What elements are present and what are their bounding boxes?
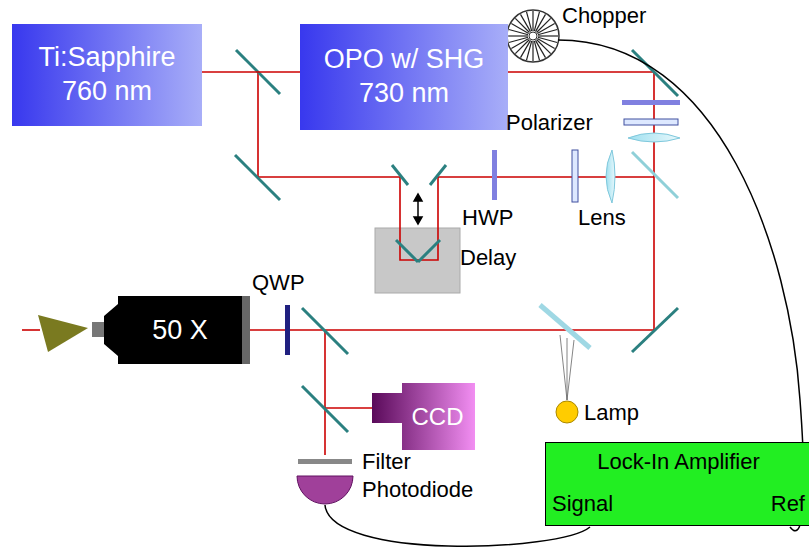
part-label: Chopper <box>562 3 646 28</box>
polarizer <box>624 119 678 125</box>
objective-label: 50 X <box>152 315 208 346</box>
part-label: Lens <box>578 205 626 230</box>
part-label: Filter <box>362 449 411 474</box>
sample <box>38 315 88 352</box>
plate <box>572 150 578 202</box>
half-wave-plate <box>492 150 497 200</box>
objective-nose <box>92 322 106 337</box>
opo-name: OPO w/ SHG 730 nm <box>315 43 493 111</box>
lens <box>606 150 615 203</box>
glass-plate <box>540 305 590 348</box>
chopper-wheel <box>507 10 559 62</box>
lock-in-amplifier: Lock-In AmplifierSignal Ref <box>545 442 809 526</box>
part-label: HWP <box>462 205 513 230</box>
lamp-light <box>560 335 574 400</box>
opo-box: OPO w/ SHG 730 nm <box>300 24 508 130</box>
laser-box: Ti:Sapphire 760 nm <box>12 24 202 126</box>
part-label: Delay <box>460 245 516 270</box>
lens <box>628 133 680 142</box>
photodiode <box>297 476 353 504</box>
part-label: Lamp <box>584 400 639 425</box>
delay-arrow <box>414 194 422 224</box>
part-label: Polarizer <box>506 110 593 135</box>
polarizer <box>622 100 680 105</box>
ccd-label: CCD <box>412 403 464 431</box>
laser-beam <box>202 72 300 73</box>
part-label: QWP <box>252 270 305 295</box>
quarter-wave-plate <box>285 305 290 355</box>
objective-lens: 50 X <box>104 296 250 364</box>
beam-combiner <box>632 152 678 198</box>
laser-name: Ti:Sapphire 760 nm <box>27 41 187 109</box>
device-name: Lock-In Amplifier <box>546 449 809 475</box>
part-label: Photodiode <box>362 477 473 502</box>
ccd-camera: CCD <box>372 383 475 450</box>
lamp-bulb <box>556 401 578 423</box>
filter <box>298 459 352 464</box>
delay-stage <box>375 228 460 293</box>
port-label: Signal <box>552 491 613 517</box>
port-label: Ref <box>771 491 805 517</box>
